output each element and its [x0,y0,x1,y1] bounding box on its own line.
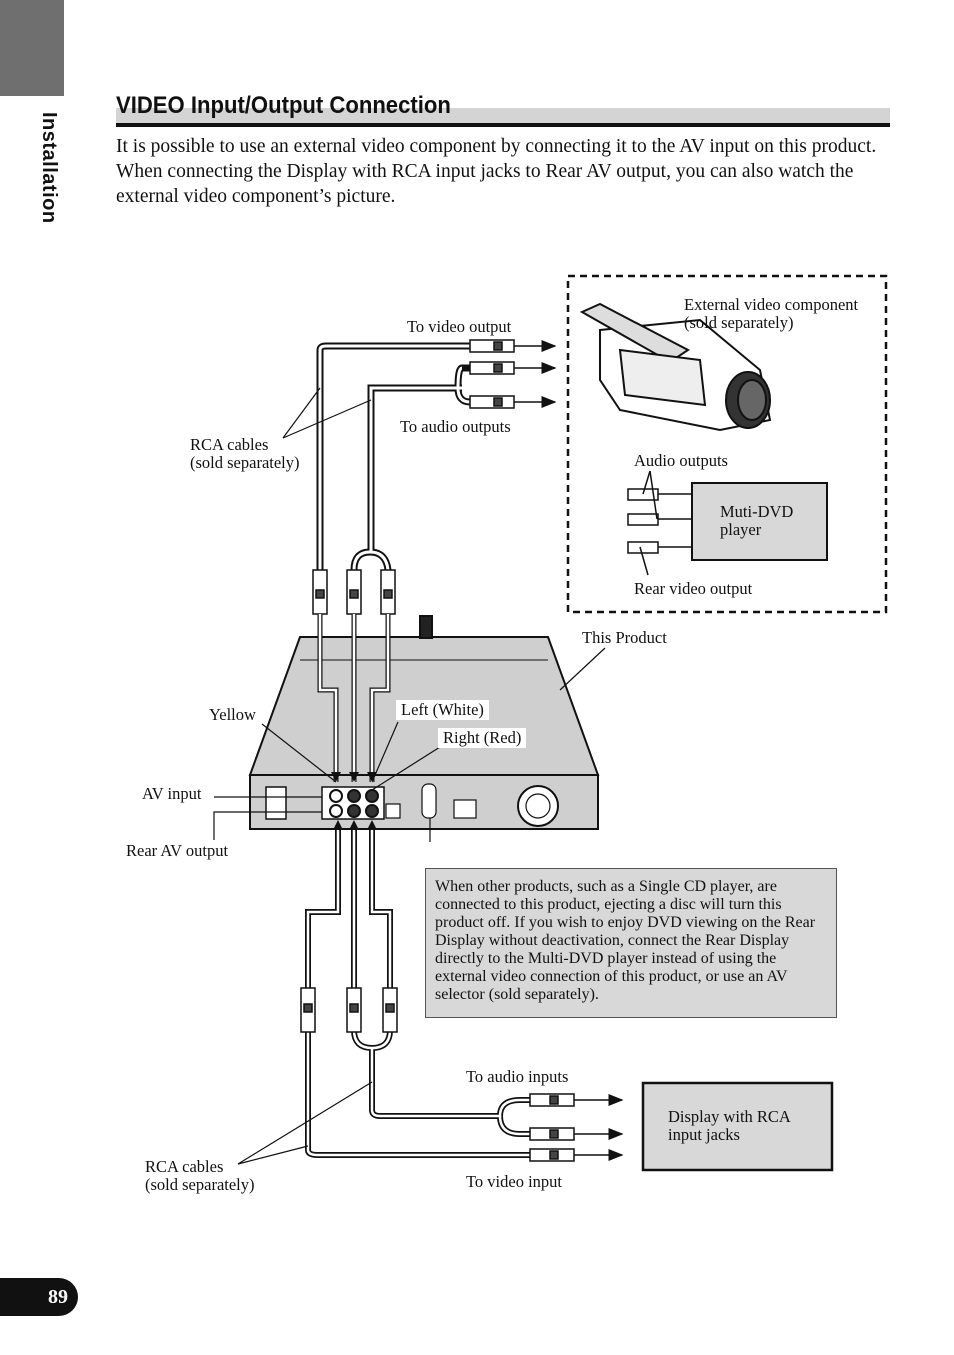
rca-leader-bottom [237,1081,373,1165]
to-video-input-label: To video input [466,1172,563,1191]
external-component-line2: (sold separately) [684,313,794,332]
av-input-label: AV input [142,784,202,803]
intro-text: It is possible to use an external video … [116,134,886,209]
multi-dvd-box [691,482,828,561]
intro-paragraph-1: It is possible to use an external video … [116,136,877,157]
intro-paragraph-2: When connecting the Display with RCA inp… [116,161,854,207]
to-audio-inputs-label: To audio inputs [466,1067,569,1086]
rear-video-output-label: Rear video output [634,579,753,598]
multi-dvd-line2: player [720,520,762,539]
audio-outputs-label: Audio outputs [634,451,728,470]
to-video-output-label: To video output [407,317,512,336]
section-tab-block [0,0,64,96]
external-component-label: External video component (sold separatel… [684,296,858,332]
rca-cables-bottom-line1: RCA cables [145,1157,224,1176]
right-red-label: Right (Red) [438,728,527,748]
rca-cables-top-line2: (sold separately) [190,453,300,472]
title-rule [116,123,890,127]
this-product-label: This Product [582,628,667,647]
top-rca-cables-inner [318,344,471,571]
page-title: VIDEO Input/Output Connection [116,92,451,119]
top-rca-cables [316,342,471,571]
to-audio-outputs-label: To audio outputs [400,417,511,436]
leader-lines [213,647,606,842]
top-plugs-down [312,569,396,615]
top-plugs-right [469,339,557,409]
display-rca-line1: Display with RCA [668,1107,791,1126]
display-box [641,1081,834,1172]
bottom-plugs-right [529,1093,624,1162]
rca-cables-bottom-label: RCA cables (sold separately) [145,1158,255,1194]
multi-dvd-line1: Muti-DVD [720,502,794,521]
left-white-label: Left (White) [396,700,489,720]
external-component-box [566,274,888,614]
display-rca-label: Display with RCA input jacks [668,1108,791,1144]
display-rca-line2: input jacks [668,1125,740,1144]
section-tab-label: Installation [38,112,60,224]
rear-av-output-label: Rear AV output [126,841,229,860]
dvd-rca-plugs [627,470,692,576]
multi-dvd-label: Muti-DVD player [720,503,793,539]
title-bar [116,108,890,123]
rca-cables-top-label: RCA cables (sold separately) [190,436,300,472]
rca-cables-top-line1: RCA cables [190,435,269,454]
rca-leader-top [282,387,372,439]
camcorder-icon [579,302,772,432]
arrow-heads-into-av [331,772,377,830]
page-number: 89 [0,1278,78,1316]
bottom-plugs-up [300,987,398,1033]
rca-cables-bottom-line2: (sold separately) [145,1175,255,1194]
note-box: When other products, such as a Single CD… [425,868,837,1018]
yellow-label: Yellow [209,705,256,724]
external-component-line1: External video component [684,295,859,314]
